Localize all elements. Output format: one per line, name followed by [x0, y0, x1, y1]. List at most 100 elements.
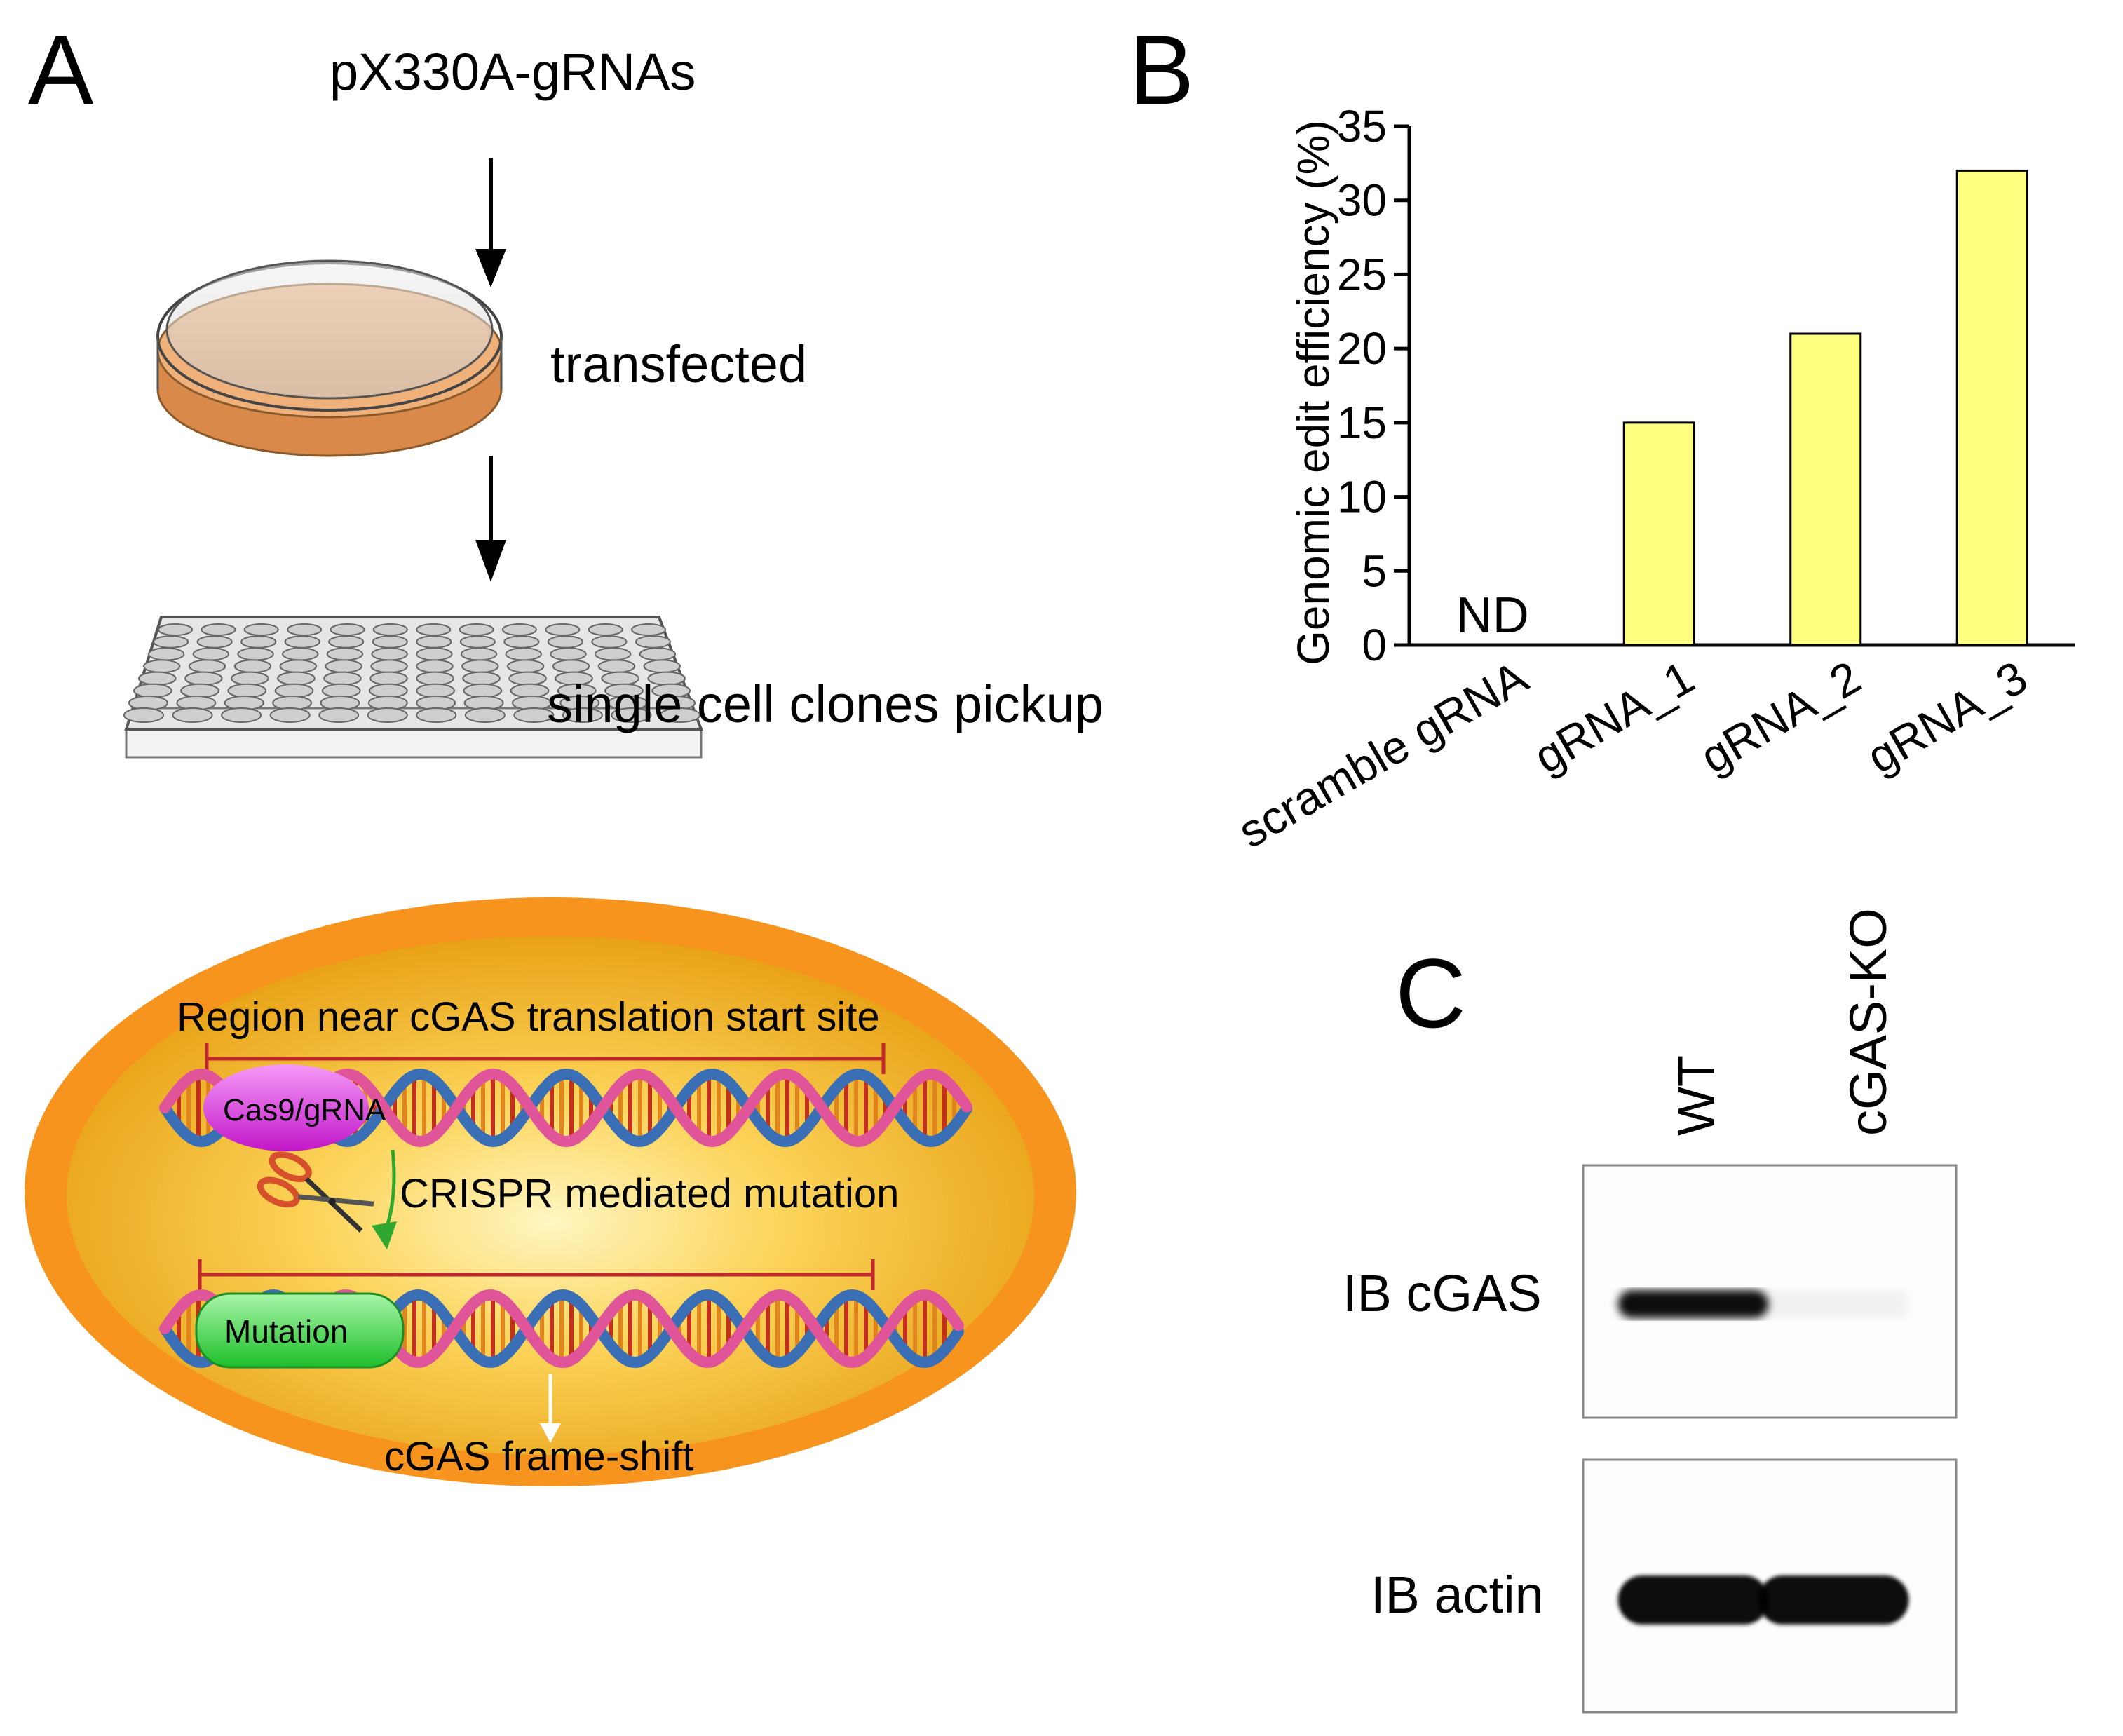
well: [416, 683, 455, 698]
blot-band: [1617, 1575, 1769, 1625]
well: [416, 671, 454, 686]
petri-dish-icon: [156, 259, 503, 457]
well: [416, 659, 454, 674]
well: [284, 635, 320, 649]
well: [562, 707, 603, 723]
mutation-label: Mutation: [224, 1313, 348, 1350]
blot-band: [1758, 1290, 1909, 1318]
y-tick-label: 15: [1337, 398, 1387, 448]
blot-cgas-bands: [1617, 1290, 1909, 1318]
well: [192, 647, 229, 661]
lane-label-wt: WT: [1667, 1055, 1725, 1136]
result-label: cGAS frame-shift: [384, 1434, 694, 1479]
down-arrow-2: [475, 456, 506, 582]
blot-label-actin: IB actin: [1371, 1566, 1544, 1624]
well: [237, 647, 274, 661]
cell-diagram: Region near cGAS translation start site …: [25, 897, 1076, 1486]
well: [277, 671, 316, 686]
well: [371, 647, 408, 661]
cas9-label: Cas9/gRNA: [223, 1093, 386, 1127]
well: [597, 659, 636, 674]
well: [463, 683, 503, 698]
blot-band: [1758, 1575, 1909, 1625]
down-arrow-1: [475, 158, 506, 287]
well: [231, 671, 269, 686]
process-arrow-icon: [372, 1149, 397, 1249]
well: [321, 683, 361, 698]
well: [550, 647, 587, 661]
well: [643, 659, 681, 674]
well: [611, 707, 652, 723]
well: [370, 659, 408, 674]
well: [201, 623, 236, 636]
wells-grid: [123, 623, 700, 723]
well: [552, 659, 590, 674]
well: [460, 647, 498, 661]
well: [221, 707, 262, 723]
well: [328, 635, 365, 649]
y-tick-label: 20: [1337, 323, 1387, 374]
well: [416, 647, 453, 661]
region-bracket-top: [205, 1043, 886, 1074]
bar: [1789, 332, 1862, 646]
well: [513, 707, 555, 723]
clones-label: single cell clones pickup: [547, 675, 1104, 733]
well: [639, 647, 676, 661]
well: [123, 707, 164, 723]
well: [326, 647, 364, 661]
well: [369, 683, 408, 698]
bars: ND: [1456, 169, 2028, 646]
well: [506, 659, 545, 674]
well: [416, 635, 452, 649]
region-bracket-bottom: [198, 1259, 875, 1290]
blot-actin-bands: [1617, 1575, 1909, 1625]
well: [508, 671, 547, 686]
result-arrow-icon: [540, 1374, 561, 1443]
well: [323, 671, 362, 686]
well: [188, 659, 226, 674]
well: [153, 635, 189, 649]
bar-chart: Genomic edit efficiency (%) 051015202530…: [1230, 101, 2075, 857]
well: [416, 623, 452, 636]
well: [279, 659, 318, 674]
well: [240, 635, 277, 649]
well: [372, 635, 408, 649]
well: [274, 683, 314, 698]
transfected-label: transfected: [550, 335, 807, 393]
well: [595, 647, 632, 661]
well: [660, 707, 700, 723]
bar: [1622, 421, 1695, 646]
lane-label-cgas-ko: cGAS-KO: [1839, 908, 1897, 1136]
well: [591, 635, 628, 649]
cas9-blob: [203, 1064, 369, 1151]
y-axis-label: Genomic edit efficiency (%): [1288, 120, 1338, 665]
well: [184, 671, 223, 686]
panel-a-label: A: [28, 15, 94, 125]
well: [369, 671, 408, 686]
scissors-icon: [257, 1151, 374, 1233]
well: [416, 707, 457, 723]
bar-value-label: ND: [1456, 588, 1529, 644]
well: [180, 683, 219, 698]
well: [503, 635, 540, 649]
well: [233, 659, 272, 674]
panel-b-label: B: [1129, 15, 1194, 125]
well: [462, 671, 501, 686]
x-tick-label: gRNA_1: [1525, 651, 1702, 783]
well: [287, 623, 323, 636]
plasmid-label: pX330A-gRNAs: [330, 43, 696, 101]
x-tick-label: gRNA_3: [1858, 651, 2035, 783]
panel-a: A pX330A-gRNAs transfected: [25, 15, 1104, 1486]
well: [501, 623, 537, 636]
well: [588, 623, 623, 636]
well: [635, 635, 672, 649]
well: [243, 623, 279, 636]
well: [133, 683, 172, 698]
y-tick-label: 25: [1337, 249, 1387, 299]
well: [148, 647, 185, 661]
well: [461, 659, 499, 674]
well: [631, 623, 666, 636]
panel-c: C WT cGAS-KO IB cGAS IB actin: [1343, 908, 1958, 1714]
